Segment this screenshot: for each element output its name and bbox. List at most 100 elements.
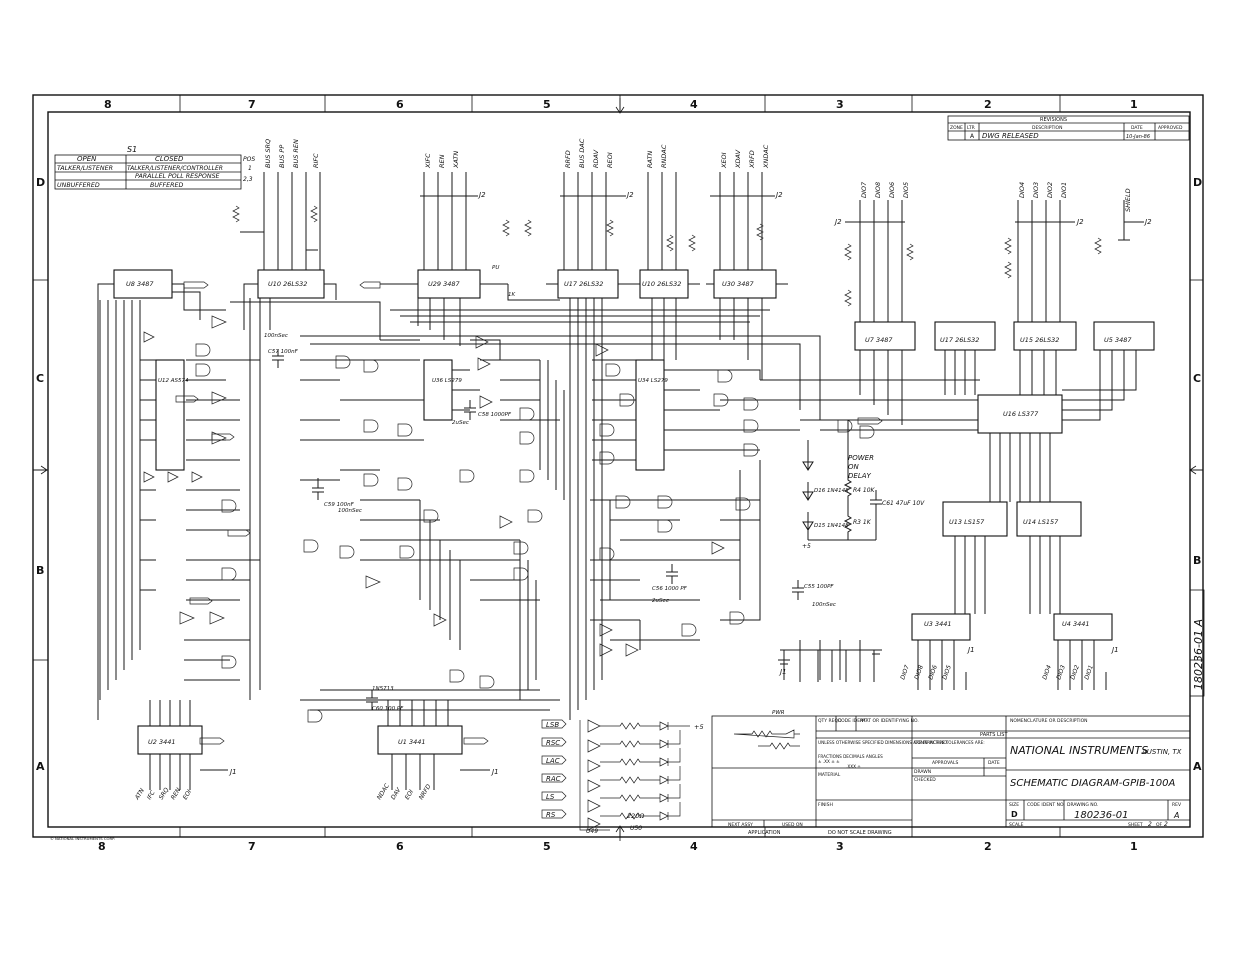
bus-line-label: EOI <box>404 788 416 801</box>
signal-label: DIO2 <box>1046 182 1054 198</box>
power-delay-title-1: POWER <box>848 454 874 462</box>
ic-u17-right <box>934 321 996 351</box>
row-labels: D C B A D C B A <box>36 176 1202 773</box>
j1-label: J1 <box>228 768 237 776</box>
row-label-left: B <box>36 564 44 577</box>
col-label-bottom: 4 <box>690 840 698 853</box>
switch-pos-1: 1 <box>248 165 252 172</box>
revisions-block: REVISIONS ZONE LTR DESCRIPTION DATE APPR… <box>947 115 1190 141</box>
checked-label: CHECKED <box>914 777 936 783</box>
led-tag: RS <box>546 811 556 819</box>
ic-label: U36 LS279 <box>432 378 462 384</box>
power-delay-title-3: DELAY <box>848 472 872 480</box>
do-not-scale: DO NOT SCALE DRAWING <box>828 830 892 836</box>
column-labels: 8 7 6 5 4 3 2 1 8 7 6 5 4 3 2 1 <box>98 98 1138 853</box>
ic-u15 <box>1013 321 1077 351</box>
led-tag: RSC <box>546 739 560 747</box>
switch-row1-closed: TALKER/LISTENER/CONTROLLER <box>127 165 223 172</box>
signal-label: XDAV <box>734 149 742 169</box>
code-ident-label: CODE IDENT NO. <box>1027 802 1065 808</box>
col-label-bottom: 5 <box>543 840 551 853</box>
switch-pos-23: 2,3 <box>243 176 253 183</box>
diode-label: 1N5713 <box>372 686 394 692</box>
ic-label: U10 26LS32 <box>642 280 681 288</box>
col-label-top: 1 <box>1130 98 1138 111</box>
signal-label: REOI <box>606 152 614 168</box>
ic-label: U17 26LS32 <box>940 336 979 344</box>
ic-label: U2 3441 <box>148 738 176 746</box>
ic-label: U30 3487 <box>722 280 755 288</box>
j1-label: J1 <box>778 668 787 676</box>
led-tag: LAC <box>546 757 560 765</box>
r4-label: R4 10K <box>853 487 876 494</box>
bus-labels-bottom: ATN IFC SRQ REN EOI NDAC DAV EOI NRFD DI… <box>133 664 1095 802</box>
resistor-packs <box>232 205 1102 307</box>
ic-label: U1 3441 <box>398 738 426 746</box>
ic-u7 <box>854 321 916 351</box>
switch-label: S1 <box>127 145 137 154</box>
timing-label: 100nSec <box>812 602 836 608</box>
signal-label: DIO5 <box>902 182 910 198</box>
ic-u5 <box>1093 321 1155 351</box>
signal-label: BUS SRQ <box>264 139 272 168</box>
c55-label: C55 100PF <box>804 584 834 590</box>
tolerance-note-3: ± .XX ± ± <box>818 759 840 764</box>
j2-label: J2 <box>833 218 842 226</box>
c61-label: C61 47uF 10V <box>882 500 925 507</box>
rev-col-date: DATE <box>1131 125 1143 131</box>
title-block: QTY REQD CODE IDENT PART OR IDENTIFYING … <box>711 715 1191 836</box>
company-name: NATIONAL INSTRUMENTS <box>1010 744 1148 757</box>
j1-label: J1 <box>966 646 975 654</box>
j1-bottom <box>778 649 1107 690</box>
bus-line-label: DIO1 <box>1083 664 1095 680</box>
row-label-left: A <box>36 760 45 773</box>
led-tag: RAC <box>546 775 561 783</box>
signal-label: DIO1 <box>1060 182 1068 198</box>
pwr-led <box>733 729 800 750</box>
col-label-top: 6 <box>396 98 404 111</box>
rev-value: A <box>1173 811 1179 820</box>
signal-label: DIO4 <box>1018 182 1026 198</box>
wiring-bus <box>97 231 1137 780</box>
timing-label: 100nSec <box>264 333 288 339</box>
j2-pin-lines <box>263 172 1144 322</box>
led-outputs <box>579 720 690 831</box>
resistor-label: 1K <box>508 292 515 298</box>
size-value: D <box>1011 810 1018 819</box>
signal-label: BUS DAC <box>578 138 586 168</box>
power-on-delay: POWER ON DELAY R4 10K R3 1K C61 47uF 10V… <box>802 419 925 550</box>
switch-row3-open: UNBUFFERED <box>57 182 100 189</box>
col-label-top: 5 <box>543 98 551 111</box>
ic-label: U29 3487 <box>428 280 461 288</box>
col-label-bottom: 1 <box>1130 840 1138 853</box>
col-label-top: 4 <box>690 98 698 111</box>
led-tag: LS <box>546 793 555 801</box>
tolerance-note-2: FRACTIONS DECIMALS ANGLES <box>818 754 883 759</box>
ic-u12 <box>155 359 185 471</box>
ic-label: U12 AS574 <box>158 378 189 384</box>
ic-label: U14 LS157 <box>1023 518 1059 526</box>
scale-label: SCALE <box>1009 822 1024 828</box>
j2-label: J2 <box>774 191 783 199</box>
drawing-title: SCHEMATIC DIAGRAM-GPIB-100A <box>1010 778 1176 789</box>
rev-letter: A <box>970 133 975 140</box>
top-signal-labels: BUS SRQ BUS PP BUS REN RIFC XIFC REN XAT… <box>264 138 1132 212</box>
ic-u2 <box>137 725 203 755</box>
led-resistor-ref: U50 <box>630 825 642 832</box>
d16-label: D16 1N4148 <box>814 488 849 494</box>
switch-table: S1 OPEN CLOSED TALKER/LISTENER TALKER/LI… <box>54 145 255 190</box>
signal-label: RRFD <box>564 150 572 168</box>
rev-date: 10-Jan-86 <box>1126 134 1150 140</box>
ic-row-top: U8 3487 U10 26LS32 U29 3487 U17 26LS32 U… <box>113 269 1155 755</box>
rev-label: REV <box>1172 802 1182 808</box>
parts-col-desc: NOMENCLATURE OR DESCRIPTION <box>1010 718 1087 724</box>
col-label-bottom: 7 <box>248 840 256 853</box>
ic-label: U3 3441 <box>924 620 952 628</box>
d15-label: D15 1N4148 <box>814 523 849 529</box>
bus-line-label: DIO3 <box>1055 664 1067 681</box>
logic-gates <box>143 315 875 831</box>
ic-label: U34 LS279 <box>638 378 668 384</box>
ic-label: U10 26LS32 <box>268 280 307 288</box>
signal-label: XRFD <box>748 150 756 169</box>
